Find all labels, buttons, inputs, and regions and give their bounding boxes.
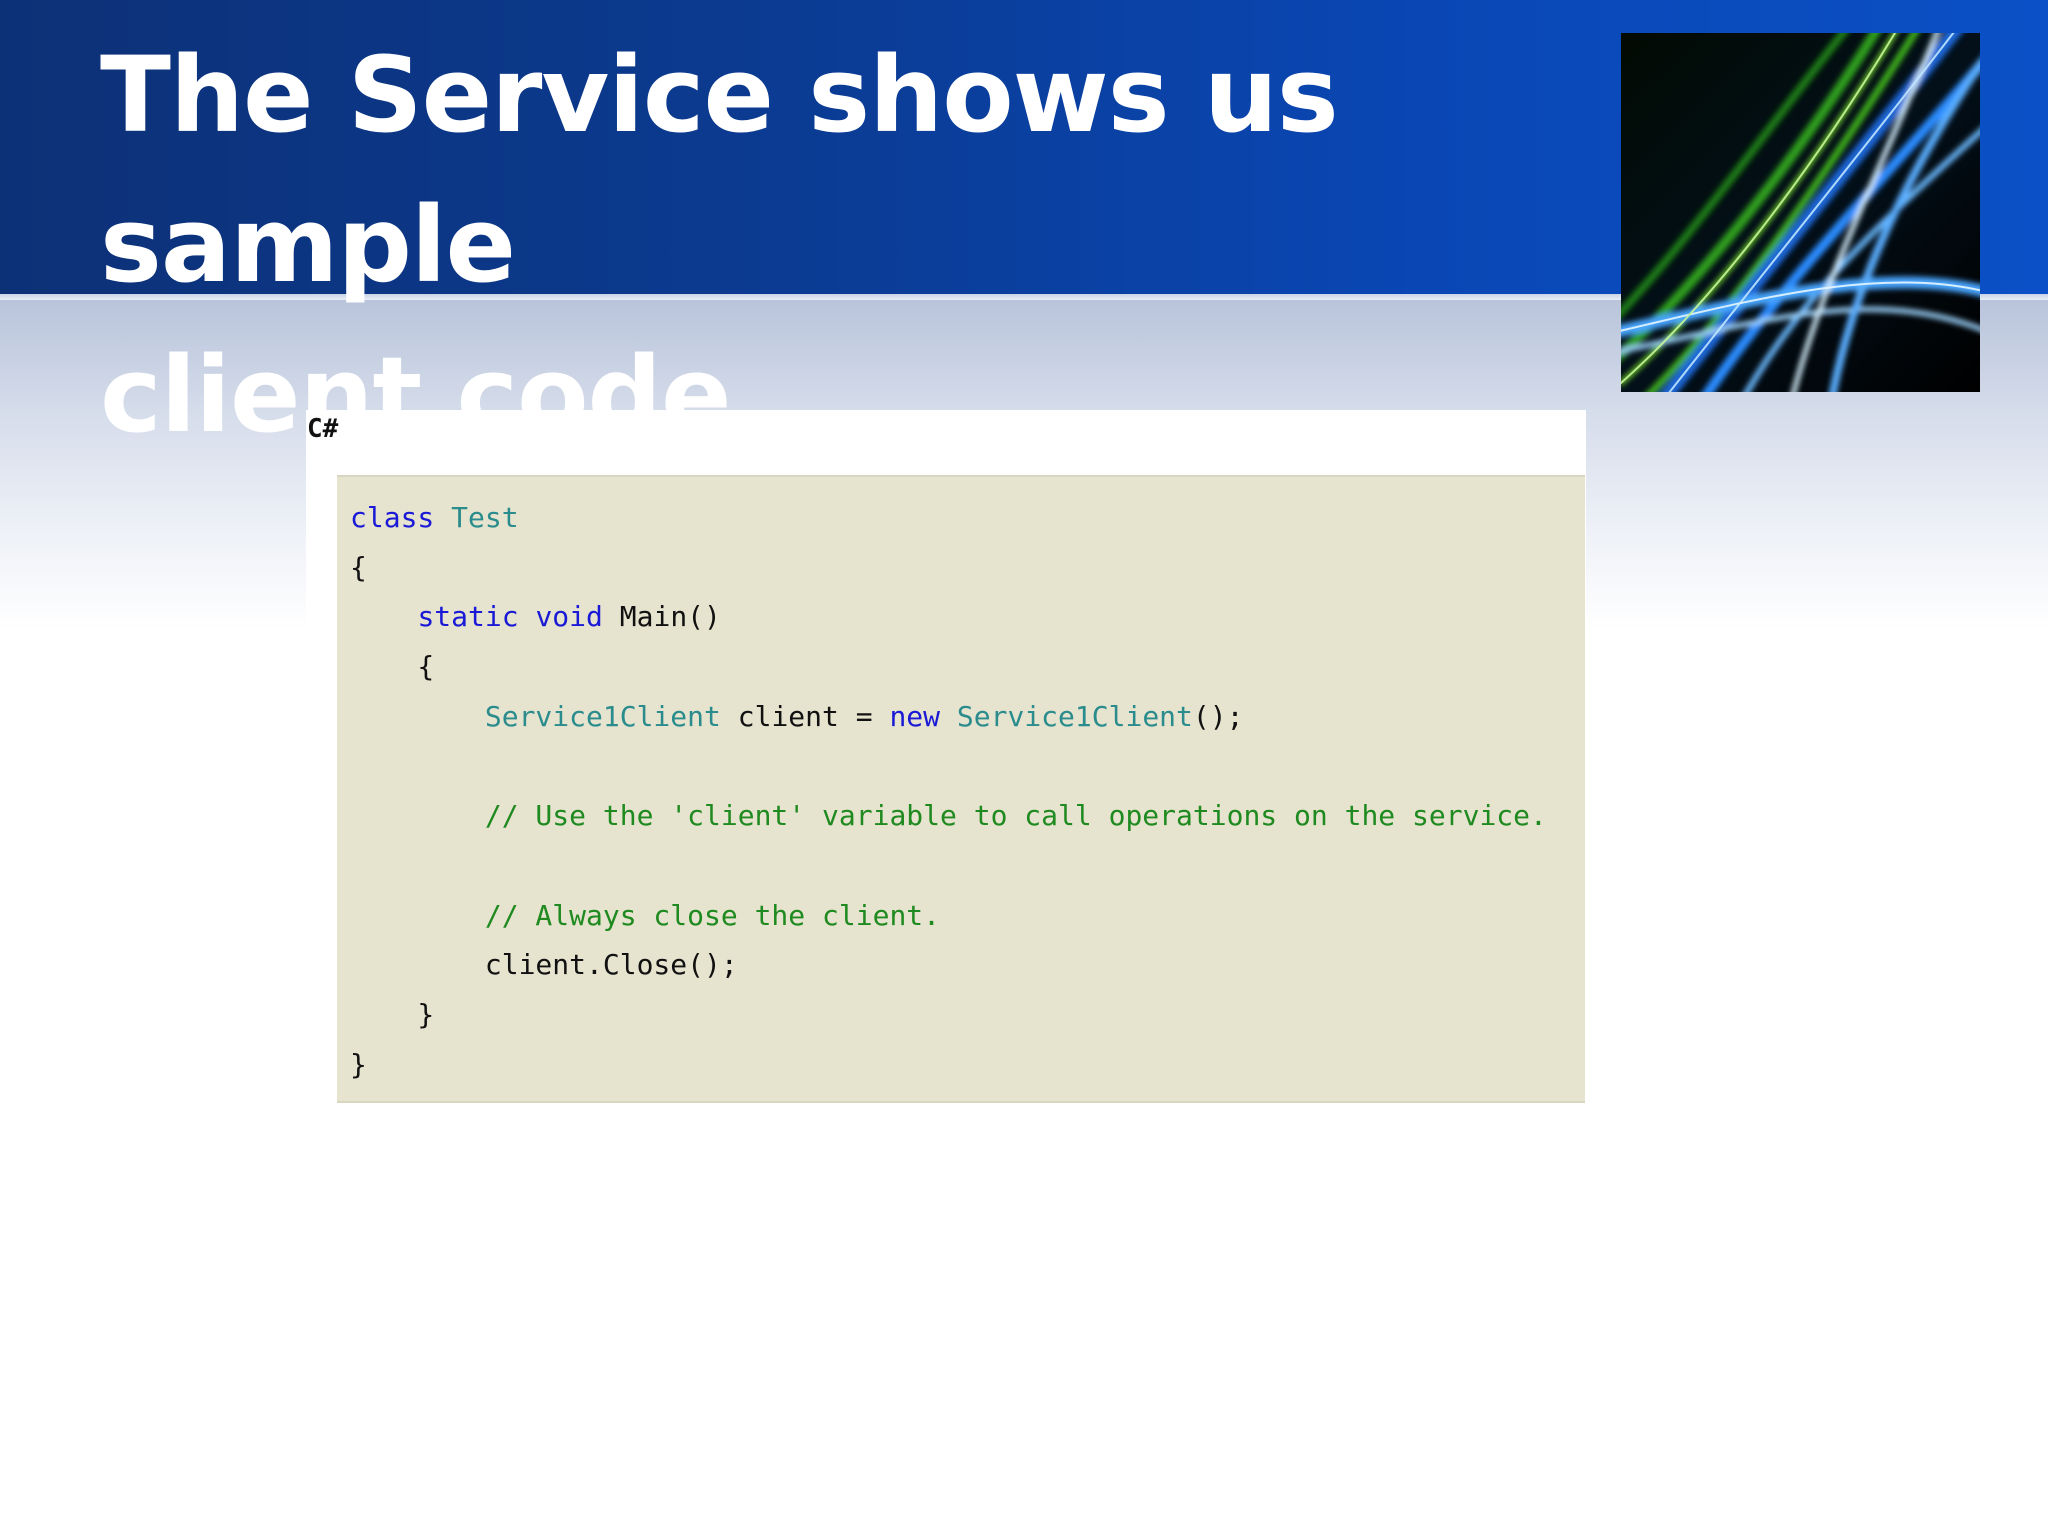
code-token: [940, 700, 957, 733]
code-token: {: [350, 550, 367, 584]
code-token: {: [350, 650, 435, 684]
code-line: Service1Client client = new Service1Clie…: [350, 692, 1547, 742]
code-line: client.Close();: [350, 940, 1547, 990]
slide-title-line-1: The Service shows us sample: [100, 34, 1339, 306]
code-token: client.Close();: [350, 948, 738, 982]
code-sample-panel: C# class Test { static void Main() { Serv…: [306, 410, 1586, 1104]
code-token: [350, 600, 417, 633]
code-line: }: [350, 990, 1547, 1040]
code-block: class Test { static void Main() { Service…: [337, 475, 1585, 1103]
code-token: static: [417, 600, 519, 634]
code-token: Test: [451, 501, 519, 534]
code-token: [350, 799, 485, 832]
code-token: Main(): [602, 600, 721, 634]
code-line: static void Main(): [350, 592, 1547, 642]
code-token: [519, 600, 536, 633]
code-line: class Test: [350, 493, 1547, 543]
code-token: }: [350, 1047, 367, 1081]
code-line: }: [350, 1040, 1547, 1090]
code-text: class Test { static void Main() { Service…: [350, 493, 1547, 1089]
code-token: [350, 899, 485, 932]
code-language-label: C#: [307, 414, 339, 444]
abstract-light-streaks-image: [1621, 33, 1980, 392]
code-token: // Use the 'client' variable to call ope…: [484, 799, 1547, 833]
code-token: void: [535, 600, 603, 634]
code-token: [350, 700, 485, 733]
code-line: {: [350, 642, 1547, 692]
code-line: [350, 841, 1547, 891]
title-divider: [0, 294, 2048, 300]
code-line: {: [350, 543, 1547, 593]
code-line: // Always close the client.: [350, 891, 1547, 941]
code-token: [434, 501, 451, 534]
code-token: new: [889, 699, 941, 733]
code-token: // Always close the client.: [484, 898, 941, 932]
code-token: ();: [1192, 699, 1244, 733]
code-line: [350, 741, 1547, 791]
code-token: Service1Client: [484, 699, 721, 733]
code-line: // Use the 'client' variable to call ope…: [350, 791, 1547, 841]
code-token: class: [350, 501, 435, 534]
code-token: Service1Client: [956, 699, 1193, 733]
code-token: }: [350, 997, 435, 1031]
slide-title: The Service shows us sample client code: [100, 20, 1600, 470]
code-token: client =: [720, 699, 890, 733]
